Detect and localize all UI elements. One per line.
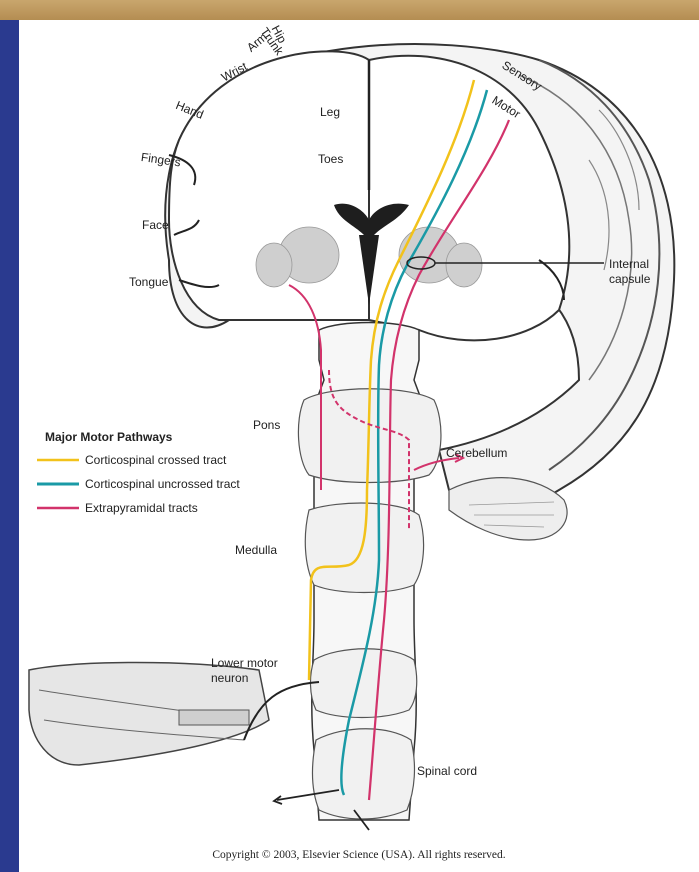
label-internal-capsule-1: Internal	[609, 257, 649, 271]
label-spinal-cord: Spinal cord	[417, 764, 477, 778]
label-cerebellum: Cerebellum	[446, 446, 507, 460]
motor-pathways-illustration	[19, 20, 699, 872]
label-lower-motor-neuron-1: Lower motor	[211, 656, 278, 670]
label-medulla: Medulla	[235, 543, 277, 557]
legend-item-uncrossed: Corticospinal uncrossed tract	[85, 477, 240, 491]
label-face: Face	[142, 218, 169, 232]
copyright-notice: Copyright © 2003, Elsevier Science (USA)…	[19, 849, 699, 861]
label-pons: Pons	[253, 418, 280, 432]
label-lower-motor-neuron-2: neuron	[211, 671, 248, 685]
top-bar	[0, 0, 699, 20]
label-leg: Leg	[320, 105, 340, 119]
legend-title: Major Motor Pathways	[45, 430, 172, 444]
label-toes: Toes	[318, 152, 343, 166]
medulla-shape	[305, 503, 423, 592]
legend-item-crossed: Corticospinal crossed tract	[85, 453, 226, 467]
label-tongue: Tongue	[129, 275, 168, 289]
diagram-panel: Hip Trunk Arm Wrist Hand Fingers Face To…	[19, 20, 699, 872]
spinal-segment-lower	[313, 729, 415, 819]
legend-item-extrapyramidal: Extrapyramidal tracts	[85, 501, 198, 515]
label-internal-capsule-2: capsule	[609, 272, 650, 286]
